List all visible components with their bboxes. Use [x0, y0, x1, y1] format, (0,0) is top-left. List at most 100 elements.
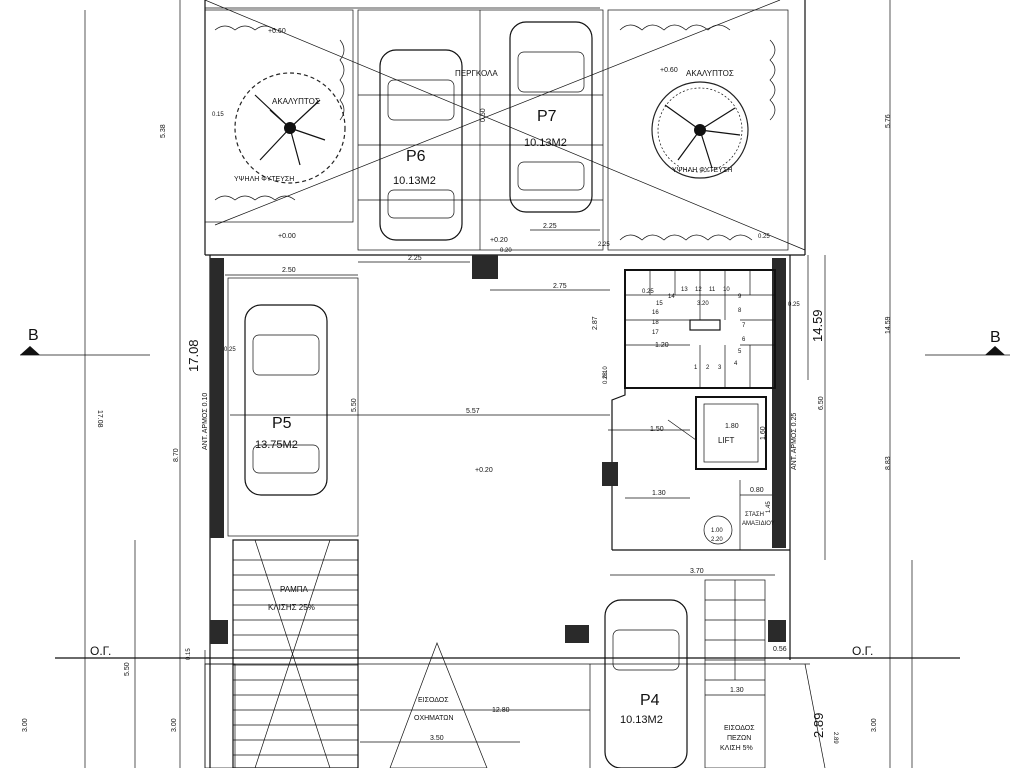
svg-text:14: 14 [668, 294, 675, 300]
wheel-circle-top: 1.00 [711, 528, 723, 534]
svg-text:0.56: 0.56 [773, 646, 787, 653]
svg-text:5.50: 5.50 [124, 662, 131, 676]
wall-left-label: ΑΝΤ. ΑΡΜΟΣ 0.10 [202, 393, 209, 450]
section-label-right: B [990, 329, 1001, 346]
svg-text:2.25: 2.25 [408, 255, 422, 262]
property-line-label-right: Ο.Γ. [852, 644, 873, 658]
car-p6 [379, 49, 463, 241]
svg-text:5.38: 5.38 [160, 124, 167, 138]
svg-text:12: 12 [695, 287, 702, 293]
p4-area: 10.13M2 [620, 714, 663, 726]
svg-text:5.57: 5.57 [466, 408, 480, 415]
level-ground-left: +0.00 [278, 233, 296, 240]
pergola-parking-area [357, 9, 604, 251]
svg-text:1.50: 1.50 [650, 426, 664, 433]
svg-text:6.50: 6.50 [818, 396, 825, 410]
svg-text:14.59: 14.59 [885, 316, 892, 334]
garden-left-small-dim: 0.15 [212, 112, 224, 118]
svg-text:1: 1 [694, 365, 698, 371]
svg-text:8.70: 8.70 [173, 448, 180, 462]
svg-text:2.25: 2.25 [543, 223, 557, 230]
svg-text:2: 2 [706, 365, 710, 371]
pedestrian-entrance-line3: ΚΛΙΣΗ 5% [720, 745, 753, 752]
svg-text:4: 4 [734, 361, 738, 367]
svg-text:3.00: 3.00 [171, 718, 178, 732]
level-garden-left: +0.60 [268, 28, 286, 35]
svg-text:0.20: 0.20 [500, 248, 512, 254]
svg-text:3.20: 3.20 [697, 301, 709, 307]
svg-text:1.30: 1.30 [652, 490, 666, 497]
vehicle-entrance-line2: ΟΧΗΜΑΤΩΝ [414, 715, 454, 722]
svg-text:1.45: 1.45 [766, 501, 772, 513]
right-garden [607, 9, 789, 251]
svg-text:14.59: 14.59 [810, 309, 825, 342]
svg-text:5: 5 [738, 349, 742, 355]
svg-text:16: 16 [652, 310, 659, 316]
svg-text:8: 8 [738, 308, 742, 314]
storage-line2: ΑΜΑΞΙΔΙΟΥ [742, 521, 775, 527]
shrub-left [214, 25, 345, 201]
section-marker-right-arrow [985, 346, 1005, 355]
svg-text:8.83: 8.83 [885, 456, 892, 470]
level-center: +0.20 [475, 467, 493, 474]
lobby-walls [611, 388, 790, 551]
property-line [55, 642, 960, 768]
svg-text:0.15: 0.15 [186, 648, 192, 660]
pedestrian-entrance-line2: ΠΕΖΩΝ [727, 735, 751, 742]
lift-label: LIFT [718, 436, 735, 445]
svg-text:3.00: 3.00 [22, 718, 29, 732]
svg-text:6: 6 [742, 337, 746, 343]
svg-text:5.50: 5.50 [351, 398, 358, 412]
garden-left-label: ΑΚΑΛΥΠΤΟΣ [272, 97, 320, 106]
wall-right-label: ΑΝΤ. ΑΡΜΟΣ 0.25 [791, 413, 798, 470]
level-garden-right: +0.60 [660, 67, 678, 74]
dimension-lines [20, 0, 1010, 768]
stair-core [624, 269, 776, 389]
svg-text:1.60: 1.60 [760, 426, 767, 440]
car-p4 [604, 599, 688, 768]
section-label-left: B [28, 327, 39, 344]
svg-text:0.25: 0.25 [788, 302, 800, 308]
p6-area: 10.13M2 [393, 175, 436, 187]
svg-text:0.10: 0.10 [603, 366, 609, 378]
svg-text:2.87: 2.87 [592, 316, 599, 330]
svg-text:15: 15 [656, 301, 663, 307]
svg-text:3.70: 3.70 [690, 568, 704, 575]
svg-text:1.20: 1.20 [655, 342, 669, 349]
level-parking-row: +0.20 [490, 237, 508, 244]
svg-text:0.50: 0.50 [480, 108, 487, 122]
tree-left [234, 72, 346, 184]
pedestrian-walkway [704, 579, 766, 768]
dimension-labels: 5.38 0.50 2.25 2.25 2.25 2.50 2.75 3.20 … [22, 108, 892, 744]
p7-name: P7 [537, 108, 557, 125]
left-garden [204, 9, 354, 223]
ramp-title: ΡΑΜΠΑ [280, 585, 309, 594]
tree-right [651, 81, 749, 179]
svg-text:3.00: 3.00 [871, 718, 878, 732]
garden-left-sub: ΥΨΗΛΗ ΦΥΤΕΥΣΗ [234, 176, 294, 183]
ramp-hatch [232, 539, 359, 768]
svg-text:1.30: 1.30 [730, 687, 744, 694]
svg-text:3.50: 3.50 [430, 735, 444, 742]
svg-text:0.25: 0.25 [224, 347, 236, 353]
p6-name: P6 [406, 148, 426, 165]
car-p7 [509, 21, 593, 213]
svg-text:1.80: 1.80 [725, 423, 739, 430]
svg-text:13: 13 [681, 287, 688, 293]
svg-text:17.08: 17.08 [96, 410, 103, 428]
svg-text:3: 3 [718, 365, 722, 371]
svg-text:11: 11 [709, 287, 716, 293]
svg-text:0.80: 0.80 [750, 487, 764, 494]
section-marker-left-arrow [20, 346, 40, 355]
vehicle-entrance-line1: ΕΙΣΟΔΟΣ [418, 697, 449, 704]
car-p5 [244, 304, 328, 496]
p5-name: P5 [272, 415, 292, 432]
property-line-label-left: Ο.Γ. [90, 644, 111, 658]
svg-text:18: 18 [652, 320, 659, 326]
svg-text:0.25: 0.25 [758, 234, 770, 240]
garden-right-label: ΑΚΑΛΥΠΤΟΣ [686, 69, 734, 78]
svg-text:5.76: 5.76 [885, 114, 892, 128]
svg-text:10: 10 [723, 287, 730, 293]
svg-text:2.89: 2.89 [832, 732, 838, 744]
